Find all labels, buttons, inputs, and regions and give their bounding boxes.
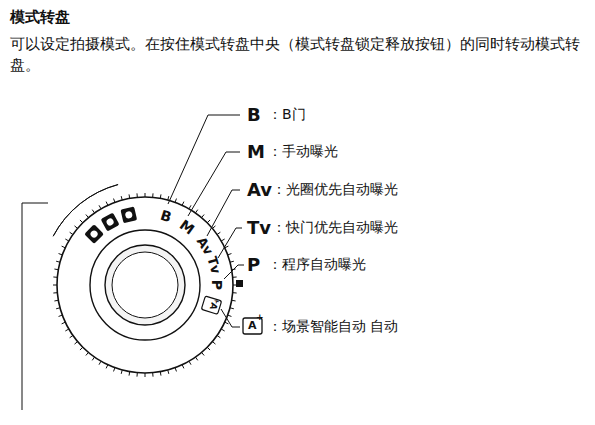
section-title: 模式转盘 xyxy=(10,9,70,26)
index-mark xyxy=(236,280,243,287)
mode-letter: B xyxy=(247,104,261,126)
dial-knurl xyxy=(53,193,237,377)
dial-outer xyxy=(57,197,233,373)
mode-letter: Tv xyxy=(247,217,271,239)
mode-letter: P xyxy=(247,254,260,276)
leader-lines xyxy=(168,115,244,327)
scene-icon xyxy=(101,213,120,232)
description-text: 可以设定拍摄模式。在按住模式转盘中央（模式转盘锁定释放按钮）的同时转动模式转盘。 xyxy=(10,34,585,76)
scene-icon xyxy=(120,206,137,223)
mode-description: ：程序自动曝光 xyxy=(268,256,366,273)
mode-description: ：场景智能自动 自动 xyxy=(268,318,398,335)
scene-icon xyxy=(84,224,104,244)
mode-letter: Av xyxy=(247,179,272,201)
lock-release-button-top xyxy=(112,252,178,318)
mode-letter: M xyxy=(247,141,265,163)
mode-description: ：光圈优先自动曝光 xyxy=(272,181,398,198)
icon-letter: A xyxy=(248,319,257,332)
mode-description: ：手动曝光 xyxy=(268,143,338,160)
scene-icons xyxy=(84,206,137,244)
mode-description: ：快门优先自动曝光 xyxy=(272,219,398,236)
dial-auto-icon-frame xyxy=(201,296,221,314)
dial-mode-letter: P xyxy=(210,280,224,290)
mode-description: ：B门 xyxy=(268,106,306,123)
icon-mark: + xyxy=(256,312,264,323)
lock-release-button xyxy=(105,245,185,325)
dial-inner-ring xyxy=(90,230,200,340)
scene-mode-bracket xyxy=(22,185,118,410)
